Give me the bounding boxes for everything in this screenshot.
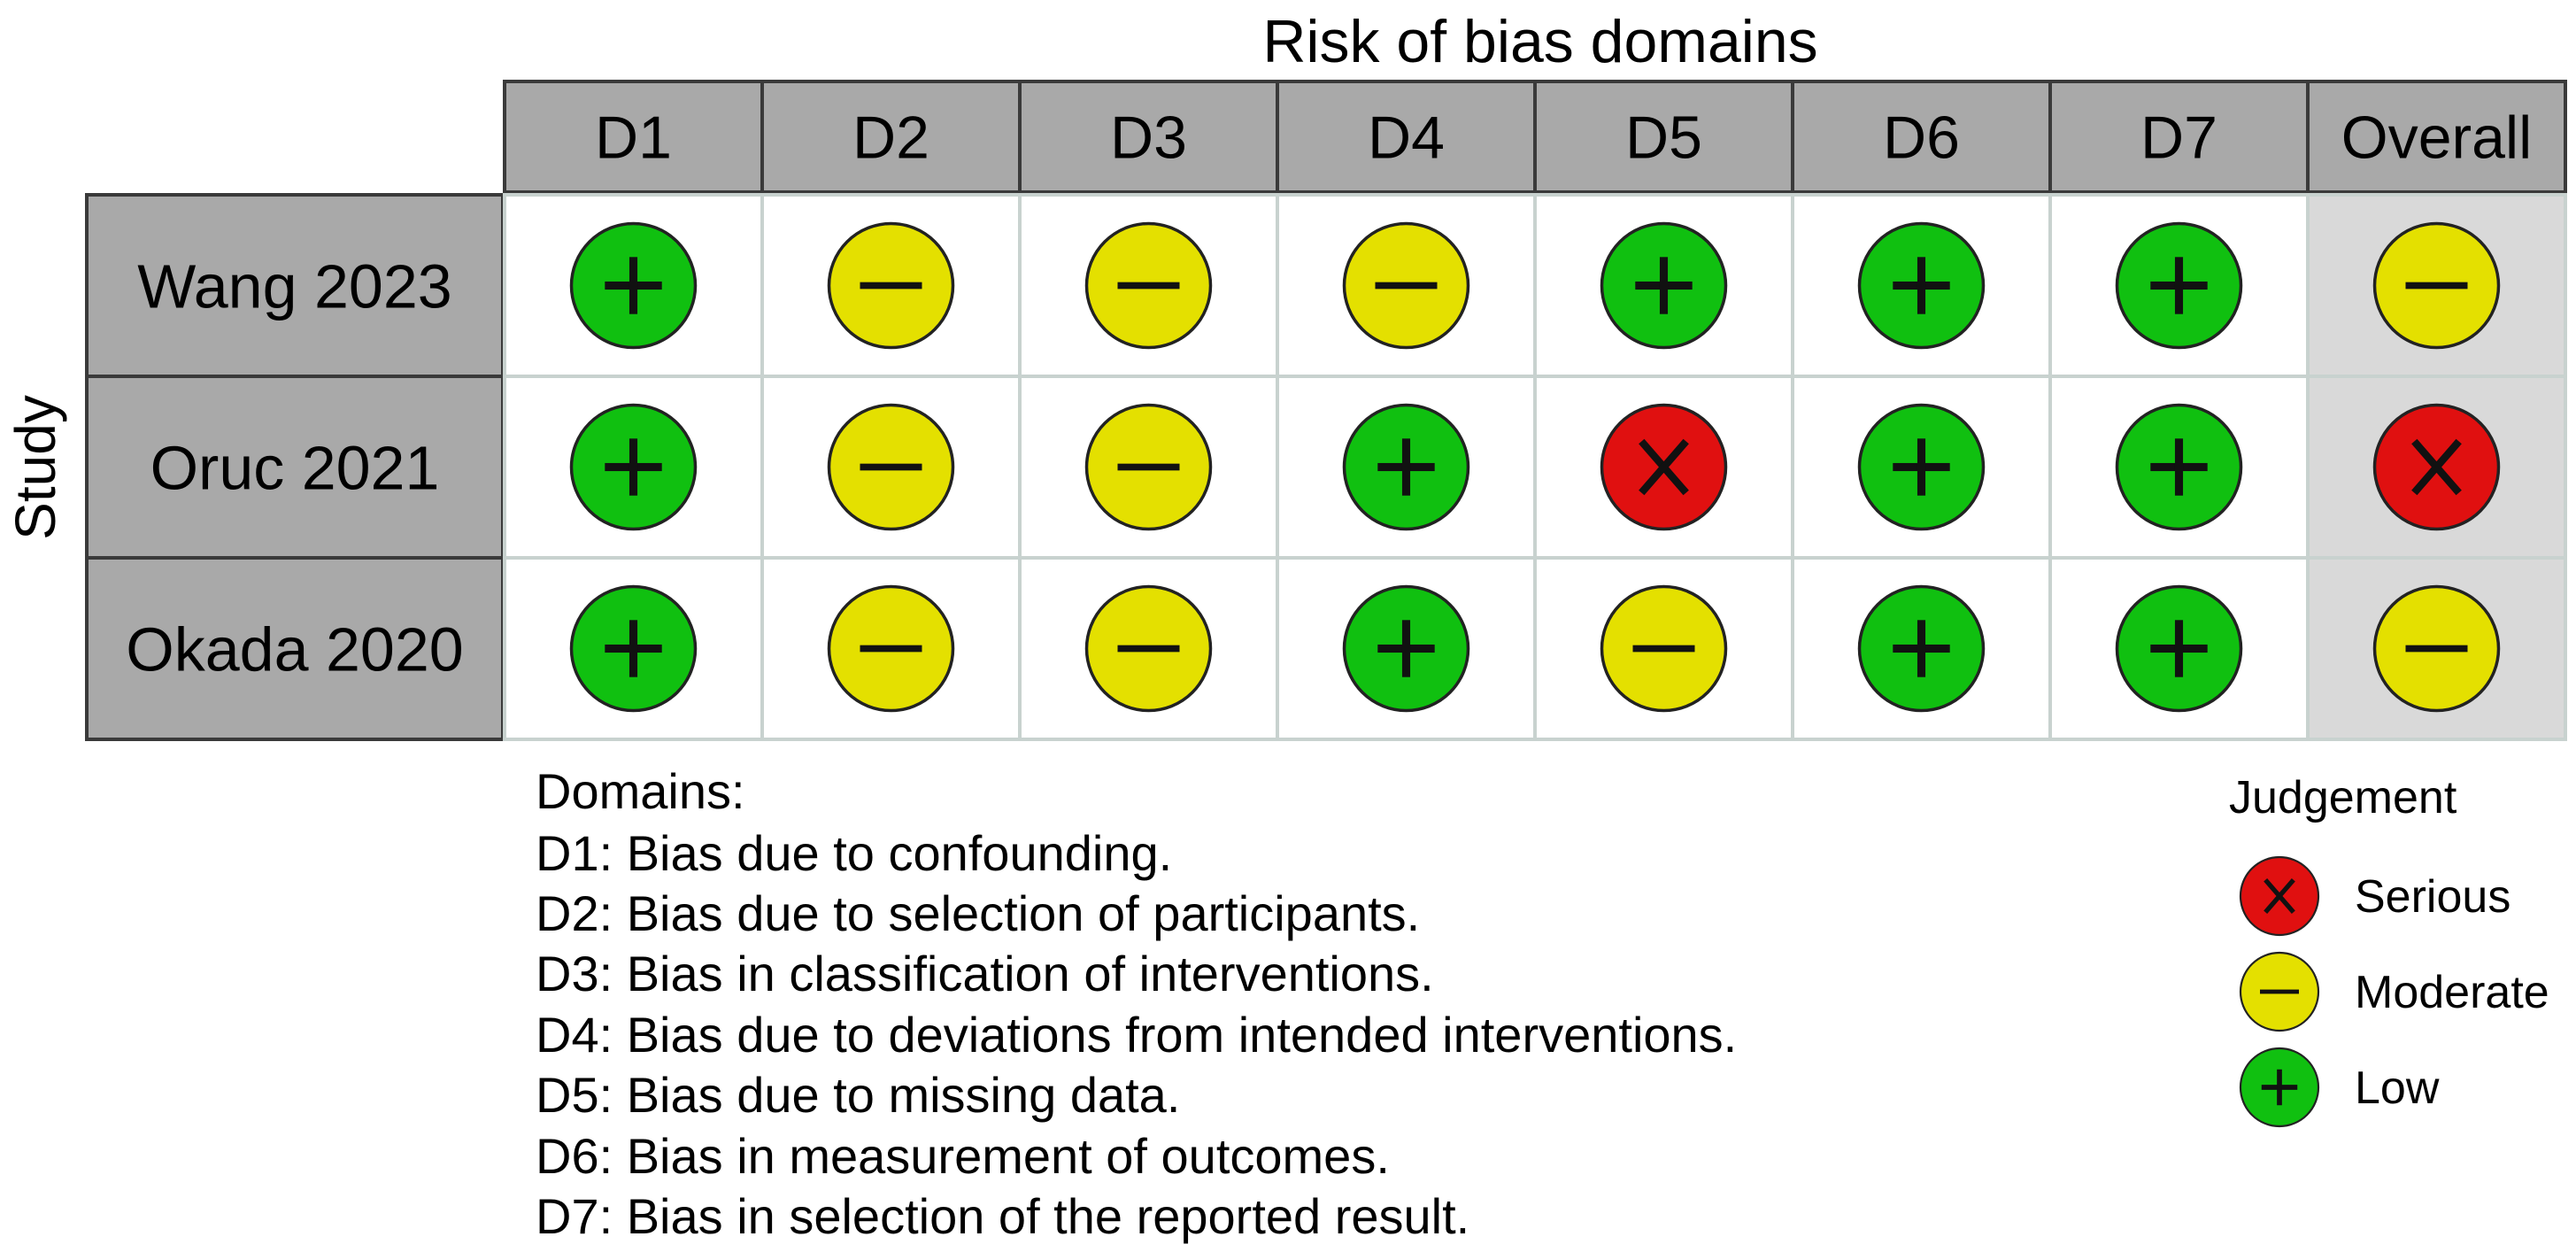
- judgement-plus-bar-v: [2174, 620, 2184, 677]
- legend-label-serious: Serious: [2355, 871, 2510, 923]
- judgement-minus-bar: [2405, 645, 2468, 653]
- column-header-d5-cell: [1533, 80, 1794, 194]
- column-header-d4: D4: [1368, 104, 1445, 172]
- judgement-mark-okada-2020-d2: [827, 584, 955, 713]
- judgement-mark-okada-2020-overall: [2372, 584, 2501, 713]
- column-header-d3-cell: [1018, 80, 1279, 194]
- column-header-overall-cell: [2306, 80, 2567, 194]
- domain-line-d1: D1: Bias due to confounding.: [536, 825, 1172, 881]
- judgement-mark-wang-2023-d4: [1342, 221, 1470, 350]
- judgement-mark-oruc-2021-d4: [1342, 403, 1470, 531]
- legend-x-stroke-b: [2264, 878, 2295, 914]
- column-header-d2-cell: [760, 80, 1022, 194]
- domain-line-d3: D3: Bias in classification of interventi…: [536, 946, 1434, 1001]
- domain-line-d6: D6: Bias in measurement of outcomes.: [536, 1128, 1390, 1184]
- judgement-minus-bar: [2405, 282, 2468, 290]
- study-label: Wang 2023: [137, 252, 451, 321]
- judgement-mark-oruc-2021-overall: [2372, 403, 2501, 531]
- judgement-mark-wang-2023-overall: [2372, 221, 2501, 350]
- legend-label-moderate: Moderate: [2355, 967, 2549, 1018]
- judgement-minus-bar: [1632, 645, 1695, 653]
- column-header-overall: Overall: [2341, 104, 2532, 172]
- judgement-mark-wang-2023-d1: [569, 221, 698, 350]
- legend-item-serious: Serious: [2239, 855, 2510, 937]
- judgement-plus-bar-v: [1917, 620, 1926, 677]
- judgement-minus-bar: [1117, 282, 1180, 290]
- judgement-mark-okada-2020-d3: [1084, 584, 1213, 713]
- judgement-plus-bar-v: [629, 257, 638, 314]
- judgement-minus-bar: [1117, 463, 1180, 471]
- column-header-d5: D5: [1625, 104, 1702, 172]
- column-header-d7-cell: [2048, 80, 2310, 194]
- figure-title: Risk of bias domains: [1262, 8, 1817, 75]
- judgement-plus-bar-v: [2174, 257, 2184, 314]
- judgement-mark-okada-2020-d6: [1857, 584, 1986, 713]
- judgement-minus-bar: [860, 645, 922, 653]
- judgement-mark-oruc-2021-d3: [1084, 403, 1213, 531]
- judgement-mark-oruc-2021-d6: [1857, 403, 1986, 531]
- legend-item-moderate: Moderate: [2239, 951, 2549, 1032]
- judgement-plus-bar-v: [1659, 257, 1669, 314]
- column-header-d1-cell: [503, 80, 764, 194]
- domain-line-d4: D4: Bias due to deviations from intended…: [536, 1007, 1737, 1063]
- column-header-d7: D7: [2140, 104, 2217, 172]
- judgement-plus-bar-v: [629, 438, 638, 496]
- domain-line-d7: D7: Bias in selection of the reported re…: [536, 1188, 1469, 1244]
- judgement-mark-okada-2020-d7: [2115, 584, 2243, 713]
- judgement-minus-bar: [1375, 282, 1438, 290]
- judgement-mark-oruc-2021-d5: [1600, 403, 1728, 531]
- judgement-mark-wang-2023-d7: [2115, 221, 2243, 350]
- column-header-d3: D3: [1110, 104, 1187, 172]
- domain-line-d5: D5: Bias due to missing data.: [536, 1067, 1180, 1123]
- judgement-mark-oruc-2021-d1: [569, 403, 698, 531]
- legend-title: Judgement: [2229, 772, 2457, 823]
- domain-line-d2: D2: Bias due to selection of participant…: [536, 885, 1420, 941]
- judgement-mark-wang-2023-d5: [1600, 221, 1728, 350]
- judgement-mark-wang-2023-d3: [1084, 221, 1213, 350]
- study-label: Okada 2020: [126, 615, 463, 684]
- domains-key: Domains: D1: Bias due to confounding. D2…: [536, 763, 1737, 1244]
- legend-minus-bar: [2260, 989, 2299, 994]
- judgement-mark-oruc-2021-d2: [827, 403, 955, 531]
- judgement-plus-bar-v: [1401, 620, 1411, 677]
- legend-item-low: Low: [2239, 1047, 2440, 1128]
- y-axis-label: Study: [4, 395, 67, 540]
- judgement-plus-bar-v: [1917, 438, 1926, 496]
- judgement-x-stroke-b: [2411, 438, 2462, 496]
- judgement-minus-bar: [1117, 645, 1180, 653]
- judgement-mark-wang-2023-d6: [1857, 221, 1986, 350]
- column-header-d2: D2: [852, 104, 929, 172]
- legend-label-low: Low: [2355, 1063, 2440, 1114]
- judgement-mark-okada-2020-d4: [1342, 584, 1470, 713]
- judgement-mark-okada-2020-d1: [569, 584, 698, 713]
- column-header-d6-cell: [1791, 80, 2052, 194]
- judgement-plus-bar-v: [2174, 438, 2184, 496]
- judgement-minus-bar: [860, 282, 922, 290]
- judgement-x-stroke-b: [1639, 438, 1689, 496]
- legend-plus-bar-v: [2277, 1069, 2282, 1106]
- domains-heading: Domains:: [536, 763, 745, 819]
- judgement-plus-bar-v: [629, 620, 638, 677]
- judgement-mark-oruc-2021-d7: [2115, 403, 2243, 531]
- judgement-plus-bar-v: [1401, 438, 1411, 496]
- column-header-d1: D1: [595, 104, 672, 172]
- judgement-mark-wang-2023-d2: [827, 221, 955, 350]
- study-label: Oruc 2021: [150, 434, 440, 503]
- judgement-minus-bar: [860, 463, 922, 471]
- judgement-mark-okada-2020-d5: [1600, 584, 1728, 713]
- column-header-d6: D6: [1883, 104, 1960, 172]
- judgement-plus-bar-v: [1917, 257, 1926, 314]
